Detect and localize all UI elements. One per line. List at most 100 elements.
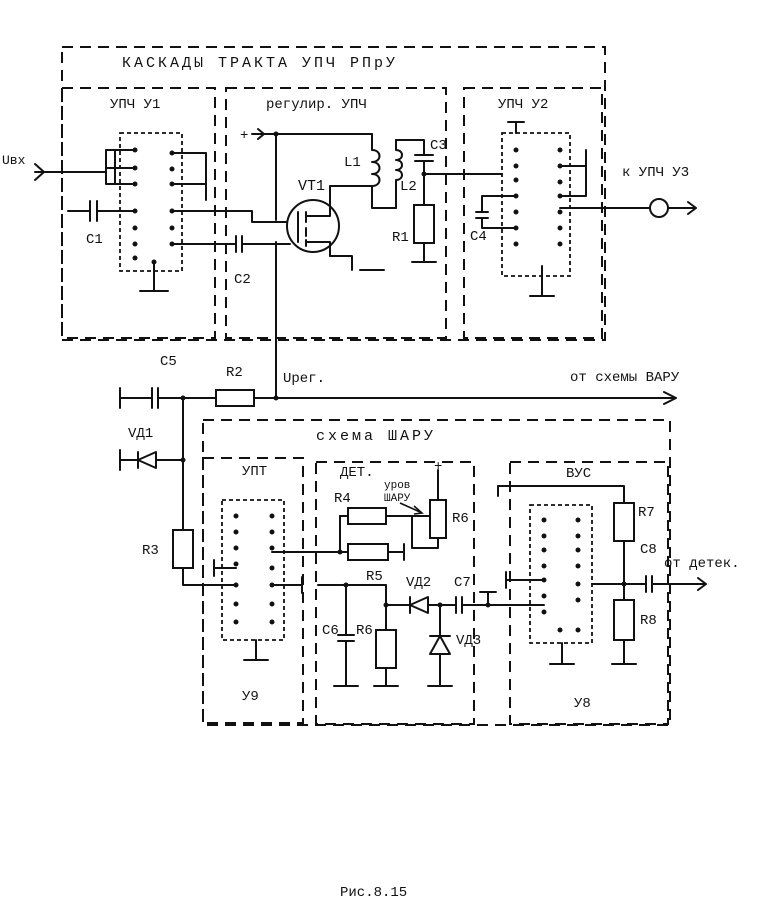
ground-u2 — [529, 265, 555, 297]
label-level-2: ШАРУ — [384, 493, 411, 505]
title-upch-u1: УПЧ У1 — [110, 97, 160, 113]
wire-u1-to-vt1 — [171, 210, 287, 223]
ic-vus-u8 — [529, 504, 593, 644]
block-frame-vus — [509, 461, 669, 725]
ground-u1 — [139, 261, 169, 292]
block-frame-upch-chain — [61, 46, 606, 341]
resistor-r5 — [347, 543, 389, 561]
ic-u1-pins — [132, 147, 175, 261]
capacitor-c3 — [395, 139, 434, 175]
label-from-varu: от схемы ВАРУ — [570, 370, 680, 386]
label-r6-pot: R6 — [452, 511, 469, 527]
ic-upch-u2 — [501, 132, 571, 277]
label-r1: R1 — [392, 230, 409, 246]
label-c8: C8 — [640, 542, 657, 558]
label-l1: L1 — [344, 155, 361, 171]
wire-input-u1 — [34, 149, 136, 185]
diode-vd1 — [119, 449, 184, 471]
label-r8: R8 — [640, 613, 657, 629]
wire-supply — [251, 128, 373, 140]
resistor-r6-load — [375, 629, 397, 669]
title-det: ДЕТ. — [340, 465, 374, 481]
label-c1: C1 — [86, 232, 103, 248]
block-frame-regul — [225, 87, 447, 339]
wire-drain — [329, 185, 373, 201]
transistor-vt1-leads — [297, 199, 331, 257]
title-upt: УПТ — [242, 464, 267, 480]
diode-vd2 — [409, 596, 457, 614]
resistor-r8 — [613, 599, 635, 641]
resistor-r1 — [413, 204, 435, 244]
ground-u8 — [549, 642, 575, 665]
label-plus-det: + — [434, 459, 442, 475]
transistor-vt1 — [286, 199, 340, 253]
wire-r6-load — [373, 604, 399, 687]
input-arrow — [34, 163, 45, 181]
label-vt1: VT1 — [298, 178, 325, 195]
resistor-r7 — [613, 502, 635, 542]
ic-u2-pins — [513, 147, 563, 247]
capacitor-c2 — [171, 235, 291, 253]
wire-r3-to-u9 — [182, 567, 237, 586]
capacitor-c5 — [119, 387, 217, 409]
label-c7: C7 — [454, 575, 471, 591]
label-r3: R3 — [142, 543, 159, 559]
label-to-upch3: к УПЧ У3 — [622, 165, 689, 181]
resistor-r3 — [172, 529, 194, 569]
wire-u9-pin — [213, 559, 237, 577]
wire-varu — [253, 391, 677, 405]
block-frame-upt — [202, 457, 304, 724]
label-c6: C6 — [322, 623, 339, 639]
label-plus-top: + — [240, 128, 248, 144]
wire-to-u2 — [423, 173, 503, 206]
title-vus: ВУС — [566, 466, 591, 482]
label-c2: C2 — [234, 272, 251, 288]
ground-u9 — [243, 639, 269, 661]
label-c5: C5 — [160, 354, 177, 370]
capacitor-c4 — [475, 195, 517, 229]
output-connector — [649, 198, 669, 218]
label-r2: R2 — [226, 365, 243, 381]
wire-r6-pot — [411, 469, 439, 549]
inductor-l2 — [395, 139, 403, 209]
block-frame-upch-u2 — [463, 87, 603, 339]
ic-upch-u1 — [119, 132, 183, 272]
resistor-r4 — [347, 507, 387, 525]
ground-vt1 — [329, 255, 385, 271]
label-level-1: уров — [384, 480, 410, 492]
label-u8: У8 — [574, 696, 591, 712]
label-vd3: VД3 — [456, 633, 481, 649]
u2-supply — [507, 121, 525, 134]
ground-r8 — [611, 639, 637, 665]
title-shapu: схема ШАРУ — [316, 428, 436, 445]
wire-vus-top — [497, 485, 625, 504]
label-vd2: VД2 — [406, 575, 431, 591]
title-upch-chain: КАСКАДЫ ТРАКТА УПЧ РПрУ — [122, 55, 398, 72]
label-r5: R5 — [366, 569, 383, 585]
label-c3: C3 — [430, 138, 447, 154]
wire-r7-r8 — [591, 540, 625, 601]
wire-u2-loop — [559, 149, 587, 197]
capacitor-c8 — [623, 575, 707, 593]
figure-caption: Рис.8.15 — [340, 885, 407, 901]
capacitor-c1 — [67, 200, 136, 222]
label-r6-load: R6 — [356, 623, 373, 639]
resistor-r2 — [215, 389, 255, 407]
label-u-in: Uвх — [2, 153, 26, 168]
title-upch-u2: УПЧ У2 — [498, 97, 548, 113]
ic-u9-pins — [233, 513, 275, 625]
label-u-reg: Uрег. — [283, 371, 325, 387]
block-frame-upch-u1 — [61, 87, 216, 339]
inductor-l1 — [371, 133, 397, 209]
ic-u8-pins — [541, 517, 581, 633]
wire-u9-out — [271, 576, 303, 594]
resistor-r6-pot — [429, 499, 447, 539]
label-from-detector: от детек. — [664, 556, 740, 572]
wire-u1-out-a — [171, 152, 207, 201]
title-regul: регулир. УПЧ — [266, 97, 367, 113]
label-vd1: VД1 — [128, 426, 153, 442]
label-c4: C4 — [470, 229, 487, 245]
wire-r5 — [387, 543, 405, 561]
wire-u8-pin — [505, 571, 545, 589]
block-frame-det — [315, 461, 475, 725]
